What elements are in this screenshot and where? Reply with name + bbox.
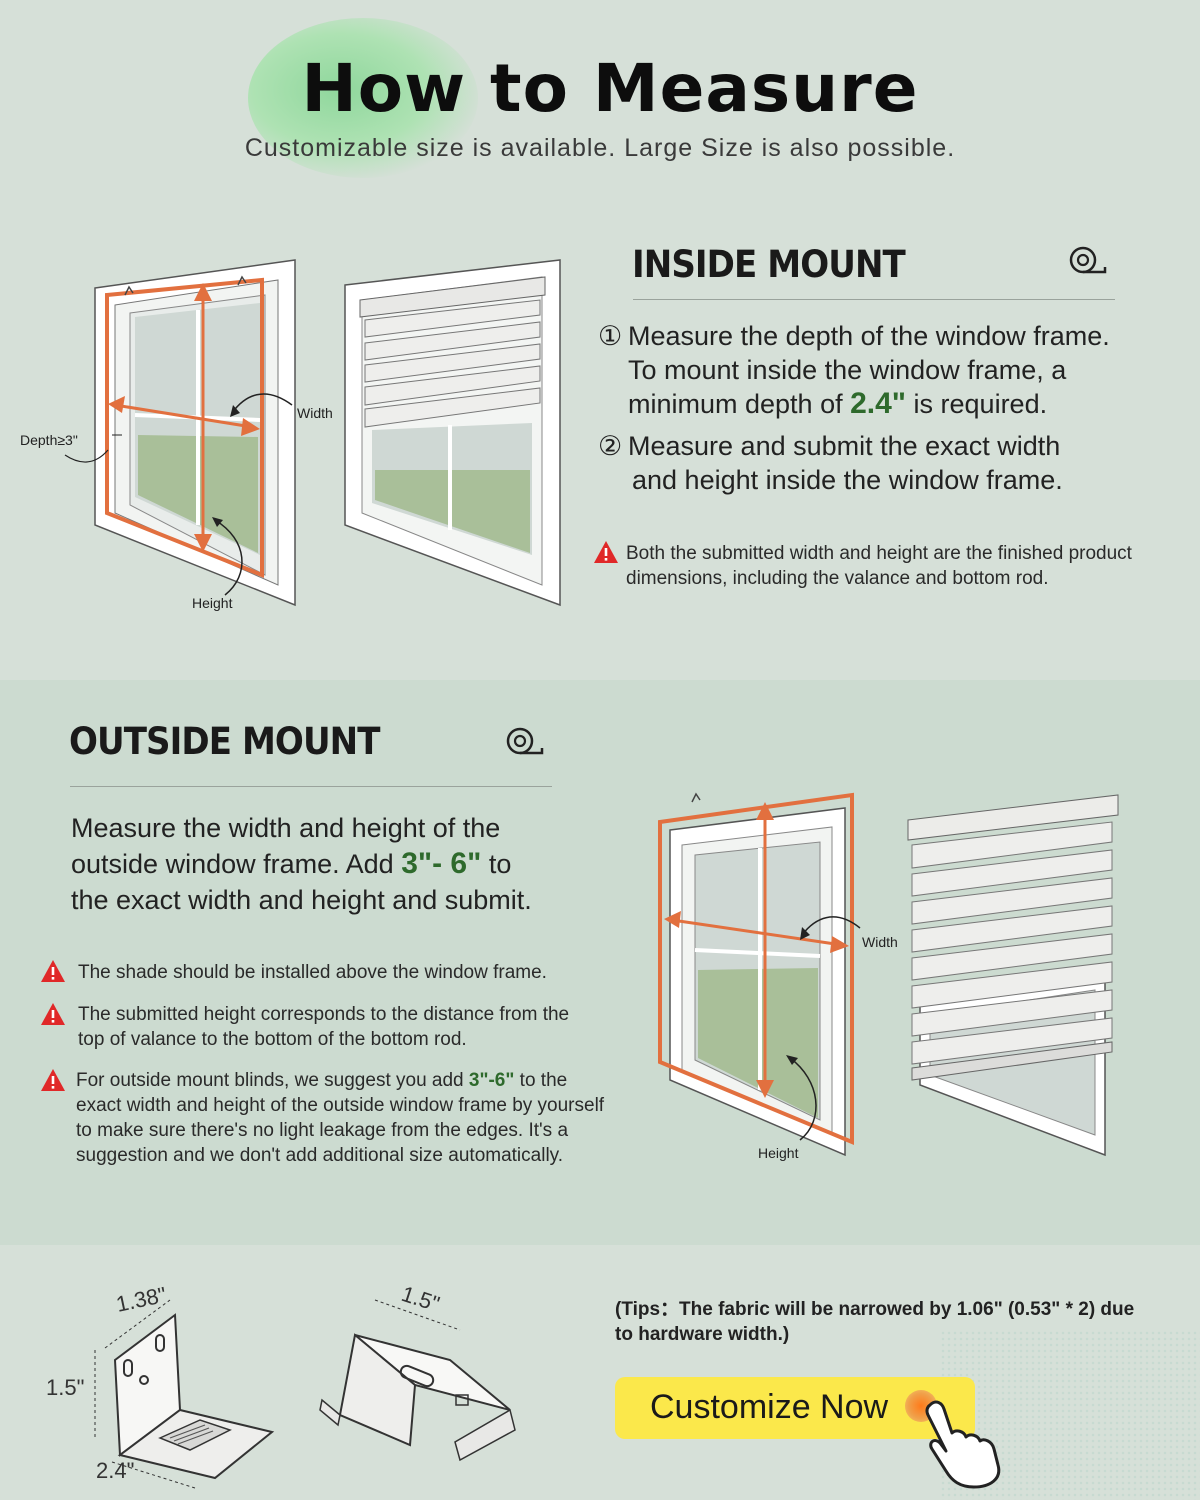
step-1-line-3-post: is required. — [906, 389, 1048, 419]
page-title: How to Measure — [301, 50, 919, 127]
warning-icon — [594, 541, 618, 563]
outside-warning-3-post: to the exact width and height of the out… — [76, 1070, 605, 1166]
warning-icon — [41, 1069, 65, 1091]
step-1-line-1: Measure the depth of the window frame. — [628, 321, 1110, 351]
depth-label: Depth≥3" — [20, 432, 78, 448]
step-1-line-2: To mount inside the window frame, a — [628, 355, 1067, 385]
outside-line-1: Measure the width and height of the — [71, 813, 501, 843]
step-2-line-1: Measure and submit the exact width — [628, 431, 1061, 461]
step-2-line-2: and height inside the window frame. — [632, 465, 1063, 495]
height-label: Height — [192, 595, 233, 611]
mounting-bracket-diagram: 1.38" 1.5" 2.4" — [46, 1282, 275, 1489]
outside-warning-3: For outside mount blinds, we suggest you… — [76, 1068, 606, 1168]
outside-warning-2: The submitted height corresponds to the … — [78, 1004, 570, 1050]
tape-measure-icon — [1069, 246, 1107, 274]
valance-clip-diagram: 1.5" — [319, 1281, 516, 1462]
suggested-add-value: 3"-6" — [468, 1070, 515, 1091]
outside-warning-1: The shade should be installed above the … — [78, 962, 547, 983]
outside-instructions: Measure the width and height of the outs… — [71, 810, 611, 918]
inside-mount-divider — [633, 299, 1115, 300]
outside-mount-window-diagram: Width Height — [658, 792, 1119, 1161]
inside-mount-title: INSIDE MOUNT — [632, 243, 906, 286]
warning-icon — [41, 1003, 65, 1025]
width-label: Width — [862, 934, 898, 950]
bracket-left-dim: 1.5" — [46, 1375, 84, 1400]
pointing-hand-icon — [925, 1400, 1001, 1489]
tape-measure-icon — [506, 727, 544, 755]
outside-line-3: the exact width and height and submit. — [71, 885, 532, 915]
page-subtitle: Customizable size is available. Large Si… — [244, 134, 956, 162]
add-size-value: 3"- 6" — [401, 847, 482, 880]
width-label: Width — [297, 405, 333, 421]
inside-warning-text: Both the submitted width and height are … — [626, 543, 1132, 589]
outside-warning-3-pre: For outside mount blinds, we suggest you… — [76, 1070, 469, 1091]
outside-line-2-pre: outside window frame. Add — [71, 849, 402, 879]
outside-mount-title: OUTSIDE MOUNT — [69, 720, 380, 763]
header: How to Measure Customizable size is avai… — [0, 0, 1200, 205]
bracket-bottom-dim: 2.4" — [96, 1458, 134, 1483]
hardware-section: 1.38" 1.5" 2.4" 1.5" (Tips：The fabric wi… — [0, 1245, 1200, 1500]
clip-dim: 1.5" — [398, 1281, 442, 1317]
tips-text: (Tips：The fabric will be narrowed by 1.0… — [615, 1299, 1135, 1345]
outside-line-2-post: to — [481, 849, 512, 879]
min-depth-value: 2.4" — [850, 387, 907, 420]
outside-mount-divider — [70, 786, 552, 787]
warning-icon — [41, 960, 65, 982]
outside-mount-section: OUTSIDE MOUNT Measure the width and heig… — [0, 680, 1200, 1245]
bracket-top-dim: 1.38" — [114, 1282, 169, 1317]
step-1-line-3-pre: minimum depth of — [628, 389, 851, 419]
step-1-number: ① — [598, 321, 623, 351]
green-blob-decoration — [248, 18, 478, 178]
inside-mount-window-diagram: Depth≥3" Width Height — [20, 259, 561, 611]
height-label: Height — [758, 1145, 799, 1161]
step-2-number: ② — [598, 431, 623, 461]
